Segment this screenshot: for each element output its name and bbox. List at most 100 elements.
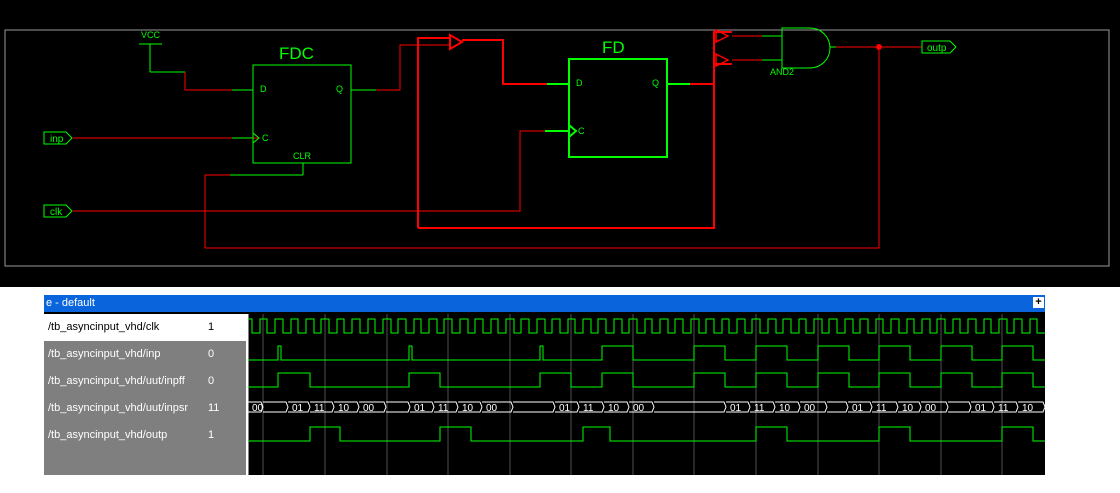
signal-value-inpsr: 11 — [208, 402, 220, 414]
port-clk[interactable]: clk — [43, 204, 73, 218]
and2-label: AND2 — [770, 67, 794, 77]
inpsr-segment-label: 10 — [902, 403, 914, 414]
inpsr-bus-segment — [334, 401, 360, 413]
inpsr-segment-label: 11 — [754, 403, 765, 414]
inpsr-segment-label: 00 — [804, 403, 816, 414]
inpsr-bus-segment — [458, 401, 483, 413]
inpsr-bus-segment — [775, 401, 801, 413]
port-clk-label: clk — [50, 207, 63, 218]
inpff-waveform — [248, 372, 1045, 388]
fd-pin-d: D — [576, 78, 583, 88]
expand-icon[interactable]: + — [1033, 297, 1044, 308]
signal-name-inpff[interactable]: /tb_asyncinput_vhd/uut/inpff — [48, 375, 185, 387]
inpsr-segment-label: 00 — [633, 403, 645, 414]
port-outp-label: outp — [927, 43, 947, 54]
inpsr-bus-segment — [827, 401, 849, 413]
fdc-pin-q: Q — [336, 84, 343, 94]
signal-value-inpff: 0 — [208, 375, 215, 387]
inpsr-segment-label: 10 — [462, 403, 474, 414]
vcc-label: VCC — [141, 30, 161, 40]
outp-waveform — [248, 426, 1045, 442]
signal-name-inp[interactable]: /tb_asyncinput_vhd/inp — [48, 348, 161, 360]
fd-block[interactable]: FD D Q C — [545, 38, 690, 158]
inpsr-bus-segment — [848, 401, 873, 413]
highlighted-net — [417, 31, 732, 229]
inpsr-bus-segment — [359, 401, 387, 413]
wave-window: e - default + /tb_asyncinput_vhd/clk /tb… — [44, 295, 1046, 475]
inpsr-segment-label: 01 — [975, 403, 987, 414]
inpsr-bus-segment — [263, 401, 289, 413]
waveform-svg: 00 01 11 10 00 01 11 10 00 01 11 10 00 01 11 10 00 01 11 10… — [247, 314, 1046, 475]
fdc-block[interactable]: FDC D Q C CLR — [230, 44, 376, 176]
inpsr-bus-segment — [579, 401, 605, 413]
inpsr-bus-segment — [604, 401, 630, 413]
signal-name-inpsr[interactable]: /tb_asyncinput_vhd/uut/inpsr — [48, 402, 189, 414]
fd-pin-c: C — [578, 126, 585, 136]
inpsr-segment-label: 01 — [852, 403, 864, 414]
inp-waveform — [248, 345, 1045, 361]
inpsr-segment-label: 00 — [925, 403, 937, 414]
inpsr-segment-label: 00 — [486, 403, 498, 414]
inpsr-segment-label: 11 — [998, 403, 1009, 414]
clk-waveform — [248, 318, 1045, 334]
inpsr-bus-segment — [513, 401, 556, 413]
inpsr-segment-label: 01 — [292, 403, 304, 414]
inpsr-bus-segment — [921, 401, 949, 413]
and2-gate[interactable]: AND2 — [762, 27, 836, 77]
inpsr-bus-segment — [898, 401, 922, 413]
inpsr-segment-label: 01 — [559, 403, 571, 414]
schematic-canvas: VCC — [0, 0, 1120, 287]
inpsr-bus-segment — [629, 401, 655, 413]
inpsr-bus-segment — [971, 401, 995, 413]
signal-value-clk: 1 — [204, 314, 246, 341]
inpsr-segment-label: 00 — [363, 403, 375, 414]
inpsr-segment-label: 10 — [338, 403, 350, 414]
inpsr-segment-label: 10 — [779, 403, 791, 414]
inpsr-bus-segment — [288, 401, 311, 413]
wave-titlebar[interactable]: e - default + — [44, 295, 1045, 312]
inpsr-bus-segment — [750, 401, 776, 413]
port-inp[interactable]: inp — [43, 131, 73, 145]
signal-values-pane: 1 0 0 11 1 — [204, 314, 246, 475]
port-outp[interactable]: outp — [921, 40, 957, 54]
sheet-border — [4, 29, 1110, 267]
inpsr-bus-segment — [555, 401, 580, 413]
inpsr-segment-label: 10 — [1022, 403, 1034, 414]
signal-value-outp: 1 — [208, 429, 215, 441]
inpsr-segment-label: 01 — [730, 403, 742, 414]
inpsr-bus-segment — [654, 401, 727, 413]
inpsr-bus-segment — [434, 401, 459, 413]
inpsr-bus-segment — [482, 401, 514, 413]
thin-wires — [73, 35, 922, 249]
inpsr-segment-label: 10 — [608, 403, 620, 414]
inpsr-bus-segment — [248, 401, 264, 413]
pane-divider[interactable] — [246, 314, 248, 475]
inpsr-bus-segment — [800, 401, 828, 413]
inpsr-segment-label: 11 — [438, 403, 449, 414]
inpsr-bus-segment — [872, 401, 899, 413]
inpsr-bus-segment — [948, 401, 972, 413]
signal-value-inp: 0 — [208, 348, 215, 360]
fdc-pin-clr: CLR — [293, 151, 312, 161]
inpsr-bus-segment — [386, 401, 411, 413]
inpsr-segment-label: 01 — [414, 403, 426, 414]
waveform-area[interactable]: 00 01 11 10 00 01 11 10 00 01 11 10 00 01 11 10 00 01 11 10… — [247, 314, 1046, 475]
inpsr-bus-segment — [310, 401, 335, 413]
inpsr-bus-segment — [726, 401, 751, 413]
vcc-symbol: VCC — [139, 30, 185, 73]
inpsr-bus-segment — [994, 401, 1019, 413]
inpsr-segment-label: 11 — [876, 403, 887, 414]
signal-name-outp[interactable]: /tb_asyncinput_vhd/outp — [48, 429, 168, 441]
signal-name-clk[interactable]: /tb_asyncinput_vhd/clk — [44, 314, 204, 341]
inpsr-segment-label: 00 — [252, 403, 264, 414]
inpsr-segment-label: 11 — [314, 403, 325, 414]
junction-dot — [876, 44, 882, 50]
fd-title: FD — [602, 38, 625, 57]
inpsr-bus-segment — [410, 401, 435, 413]
ripper-symbols — [449, 28, 730, 68]
fdc-title: FDC — [279, 44, 314, 63]
signal-names-pane: /tb_asyncinput_vhd/clk /tb_asyncinput_vh… — [44, 314, 204, 475]
schematic-svg: VCC — [4, 27, 1110, 267]
inpsr-segment-label: 11 — [583, 403, 594, 414]
wave-window-title: e - default — [46, 297, 95, 309]
